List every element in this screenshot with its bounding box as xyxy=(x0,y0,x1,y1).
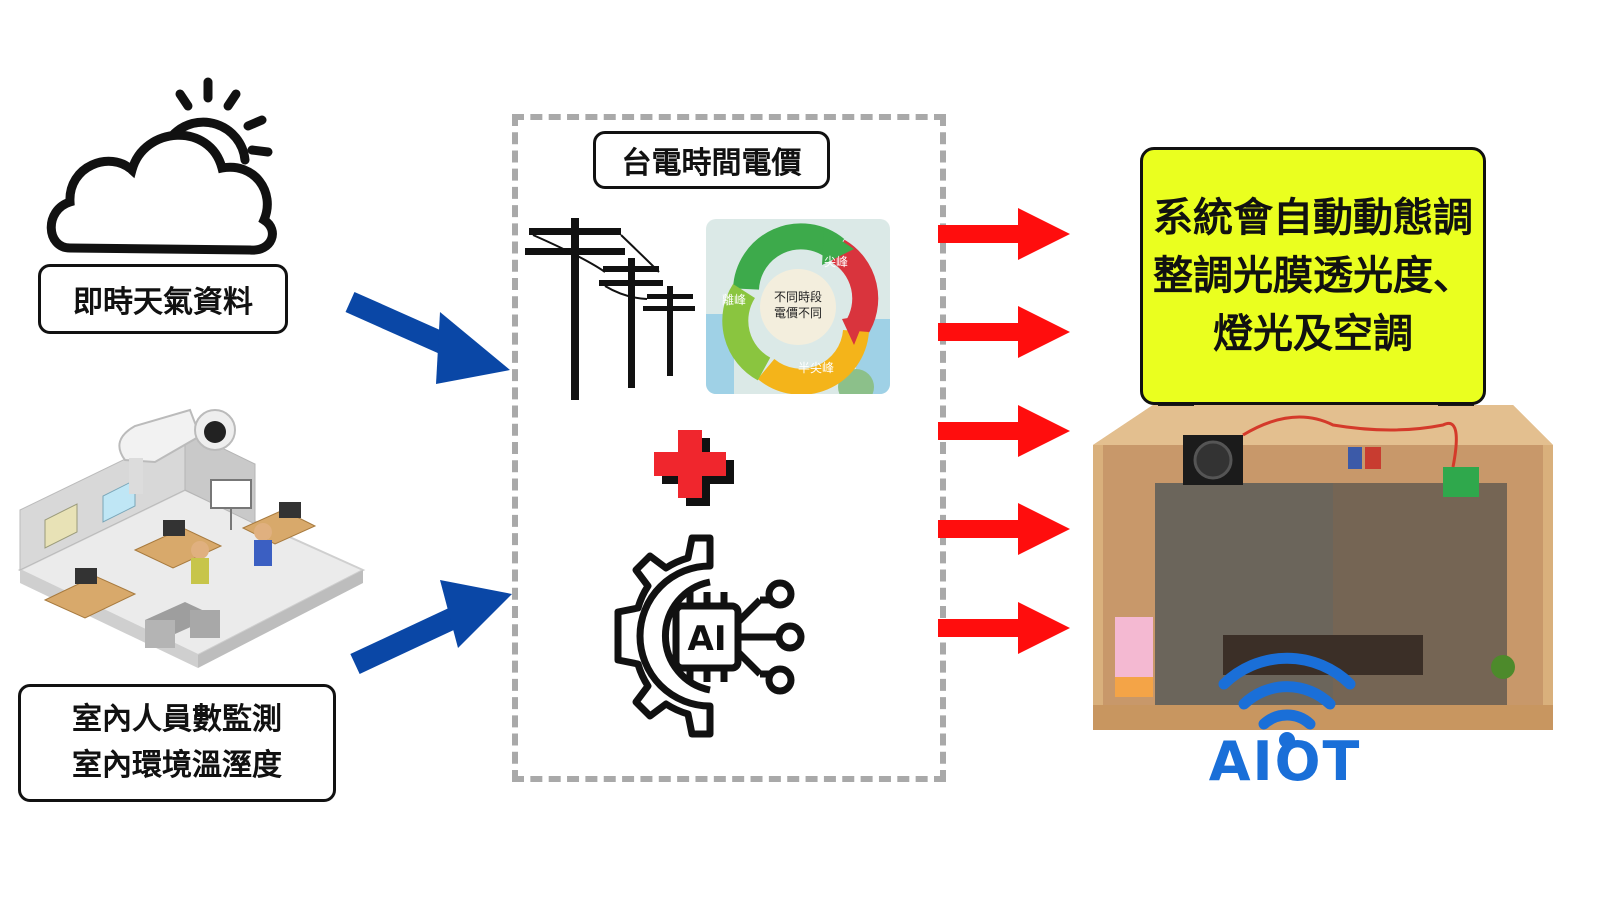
tou-title-box: 台電時間電價 xyxy=(593,131,830,189)
red-arrow-group xyxy=(938,208,1070,654)
weather-label: 即時天氣資料 xyxy=(38,264,288,334)
office-isometric-image xyxy=(17,408,366,668)
ai-chip-text: AI xyxy=(688,619,727,659)
aiot-label: AIOT xyxy=(1208,730,1362,793)
tou-title: 台電時間電價 xyxy=(621,146,802,181)
result-line-2: 整調光膜透光度、 xyxy=(1153,253,1473,299)
tou-center-text: 不同時段 電價不同 xyxy=(758,289,838,321)
weather-label-text: 即時天氣資料 xyxy=(73,285,253,320)
center-panel xyxy=(512,114,946,782)
result-line-3: 燈光及空調 xyxy=(1213,311,1413,357)
tou-cycle-image: 不同時段 電價不同 尖峰 離峰 半尖峰 xyxy=(706,219,890,394)
plus-icon xyxy=(654,430,734,506)
model-room-image xyxy=(1093,405,1553,730)
result-box: 系統會自動動態調 整調光膜透光度、 燈光及空調 xyxy=(1140,147,1486,405)
indoor-line-2: 室內環境溫溼度 xyxy=(72,748,282,783)
tou-peak-label: 尖峰 xyxy=(824,255,849,269)
tou-center-line-2: 電價不同 xyxy=(773,306,822,320)
tou-midpeak-label: 半尖峰 xyxy=(798,361,835,375)
cloud-sun-icon xyxy=(46,77,277,255)
ai-gear-icon: AI xyxy=(614,534,805,738)
tou-center-line-1: 不同時段 xyxy=(773,290,822,304)
indoor-label: 室內人員數監測 室內環境溫溼度 xyxy=(18,684,336,802)
result-line-1: 系統會自動動態調 xyxy=(1153,195,1473,241)
indoor-line-1: 室內人員數監測 xyxy=(72,702,282,737)
tou-offpeak-label: 離峰 xyxy=(722,293,747,307)
wifi-icon xyxy=(1218,652,1356,748)
utility-poles-icon xyxy=(525,218,695,400)
